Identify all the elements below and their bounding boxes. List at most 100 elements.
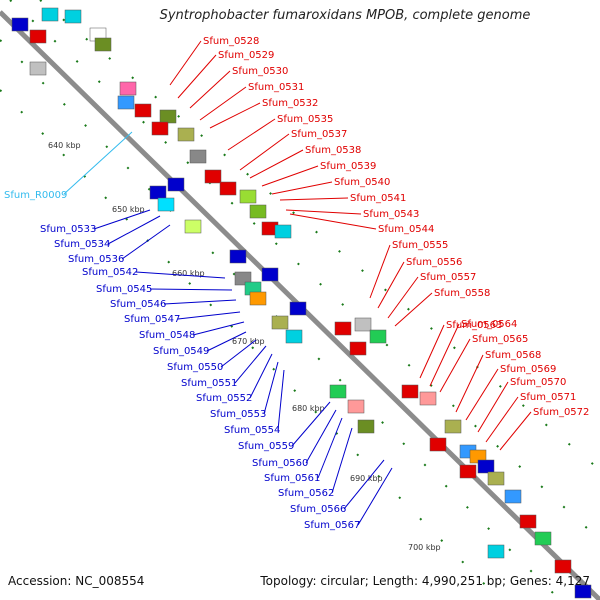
- kbp-tick-label: 670 kbp: [232, 337, 265, 346]
- reverse-gene-label: Sfum_0567: [304, 520, 360, 531]
- gene-feature-46: [487, 471, 505, 486]
- gene-feature-20: [149, 185, 167, 200]
- forward-gene-label: Sfum_0539: [320, 161, 376, 172]
- forward-leader-line: [419, 324, 445, 379]
- reverse-leader-line: [234, 345, 267, 384]
- forward-gene-label: Sfum_0541: [350, 193, 406, 204]
- gene-feature-11: [177, 127, 195, 142]
- reverse-leader-line: [192, 321, 245, 336]
- accession-text: Accession: NC_008554: [8, 574, 145, 588]
- gene-feature-53: [574, 584, 592, 599]
- gene-feature-24: [229, 249, 247, 264]
- gene-feature-17: [249, 204, 267, 219]
- forward-gene-label: Sfum_0571: [520, 392, 576, 403]
- forward-leader-line: [209, 102, 261, 129]
- gene-feature-35: [349, 341, 367, 356]
- forward-leader-line: [279, 197, 349, 201]
- gene-feature-47: [504, 489, 522, 504]
- forward-leader-line: [394, 292, 433, 327]
- forward-gene-label: Sfum_0544: [378, 224, 434, 235]
- gene-feature-3: [29, 29, 47, 44]
- forward-gene-label: Sfum_0531: [248, 82, 304, 93]
- gene-feature-34: [369, 329, 387, 344]
- gene-feature-27: [249, 291, 267, 306]
- reverse-gene-label: Sfum_0559: [238, 441, 294, 452]
- reverse-gene-label: Sfum_0553: [210, 409, 266, 420]
- forward-leader-line: [249, 149, 304, 179]
- reverse-leader-line: [331, 427, 353, 494]
- gene-feature-36: [329, 384, 347, 399]
- gene-feature-12: [151, 121, 169, 136]
- reverse-gene-label: Sfum_0546: [110, 299, 166, 310]
- forward-leader-line: [499, 411, 532, 451]
- reverse-leader-line: [121, 224, 171, 260]
- forward-gene-label: Sfum_0563: [446, 320, 502, 331]
- reverse-leader-line: [206, 331, 247, 352]
- gene-feature-9: [134, 103, 152, 118]
- forward-leader-line: [387, 276, 419, 319]
- forward-gene-label: Sfum_0528: [203, 36, 259, 47]
- forward-leader-line: [239, 133, 290, 171]
- forward-leader-line: [377, 261, 405, 309]
- forward-leader-line: [455, 354, 484, 413]
- gene-feature-33: [354, 317, 372, 332]
- forward-gene-label: Sfum_0543: [363, 209, 419, 220]
- reverse-gene-label: Sfum_0542: [82, 267, 138, 278]
- gene-feature-2: [11, 17, 29, 32]
- reverse-leader-line: [277, 369, 285, 431]
- forward-leader-line: [227, 118, 276, 151]
- gene-feature-29: [271, 315, 289, 330]
- reverse-gene-label: Sfum_0552: [196, 393, 252, 404]
- gene-feature-19: [274, 224, 292, 239]
- kbp-tick-label: 650 kbp: [112, 205, 145, 214]
- gene-feature-41: [444, 419, 462, 434]
- forward-leader-line: [261, 165, 319, 187]
- gene-feature-28: [261, 267, 279, 282]
- gene-feature-7: [119, 81, 137, 96]
- gene-feature-15: [219, 181, 237, 196]
- forward-leader-line: [177, 54, 217, 99]
- kbp-tick-label: 640 kbp: [48, 141, 81, 150]
- forward-gene-label: Sfum_0570: [510, 377, 566, 388]
- reverse-gene-label: Sfum_0533: [40, 224, 96, 235]
- forward-leader-line: [169, 40, 202, 86]
- reverse-leader-line: [149, 288, 233, 291]
- forward-gene-label: Sfum_0555: [392, 240, 448, 251]
- gene-feature-0: [41, 7, 59, 22]
- reverse-leader-line: [263, 361, 279, 415]
- gene-feature-49: [519, 514, 537, 529]
- gene-feature-5: [94, 37, 112, 52]
- gene-feature-14: [204, 169, 222, 184]
- reverse-leader-line: [317, 417, 343, 479]
- reverse-gene-label: Sfum_0550: [167, 362, 223, 373]
- forward-leader-line: [429, 323, 460, 387]
- forward-gene-label: Sfum_0565: [472, 334, 528, 345]
- forward-gene-label: Sfum_0530: [232, 66, 288, 77]
- reverse-gene-label: Sfum_0549: [153, 346, 209, 357]
- reverse-leader-line: [163, 299, 237, 305]
- summary-text: Topology: circular; Length: 4,990,251 bp…: [260, 574, 590, 588]
- reverse-gene-label: Sfum_0554: [224, 425, 280, 436]
- forward-gene-label: Sfum_0529: [218, 50, 274, 61]
- forward-gene-label: Sfum_0572: [533, 407, 589, 418]
- reverse-gene-label: Sfum_0547: [124, 314, 180, 325]
- map-title: Syntrophobacter fumaroxidans MPOB, compl…: [159, 8, 531, 23]
- gene-feature-8: [117, 95, 135, 110]
- reverse-gene-label: Sfum_0551: [181, 378, 237, 389]
- gene-feature-39: [401, 384, 419, 399]
- forward-gene-label: Sfum_0537: [291, 129, 347, 140]
- gene-feature-16: [239, 189, 257, 204]
- forward-gene-label: Sfum_0569: [500, 364, 556, 375]
- reverse-leader-line: [357, 467, 393, 526]
- forward-gene-label: Sfum_0540: [334, 177, 390, 188]
- gene-feature-31: [285, 329, 303, 344]
- forward-leader-line: [199, 86, 247, 121]
- reverse-leader-line: [107, 215, 161, 245]
- gene-feature-40: [419, 391, 437, 406]
- reverse-gene-label: Sfum_0536: [68, 254, 124, 265]
- track-guide-2: [39, 0, 600, 471]
- reverse-gene-label: Sfum_0561: [264, 473, 320, 484]
- reverse-leader-line: [291, 401, 331, 447]
- forward-leader-line: [369, 244, 391, 299]
